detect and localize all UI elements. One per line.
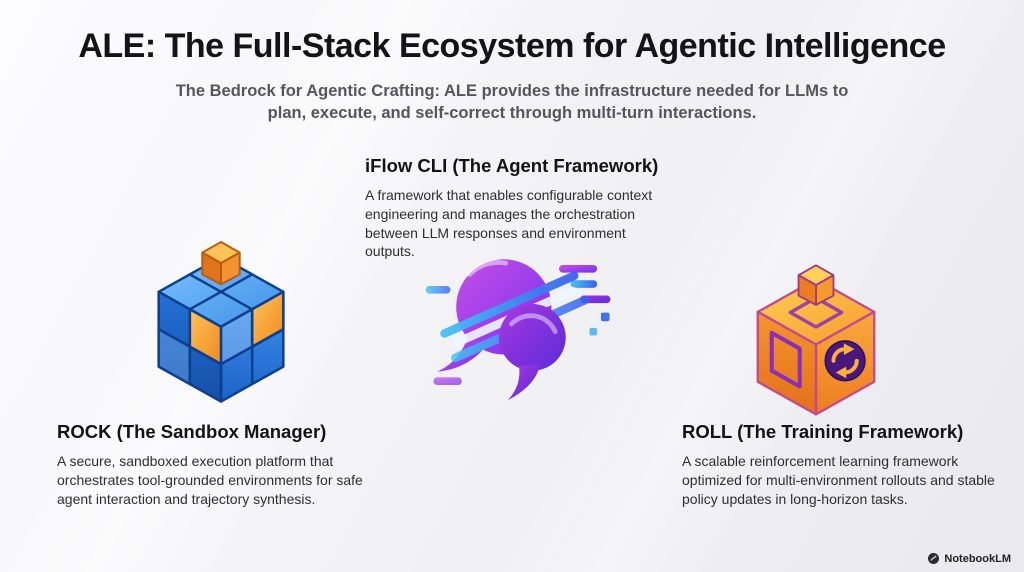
notebooklm-icon (928, 553, 940, 564)
section-rock: ROCK (The Sandbox Manager) A secure, san… (57, 421, 387, 508)
cycle-arrows-icon (831, 347, 859, 375)
chat-flow-icon (420, 244, 620, 411)
iflow-heading: iFlow CLI (The Agent Framework) (365, 155, 659, 176)
section-roll: ROLL (The Training Framework) A scalable… (682, 421, 1012, 508)
roll-description: A scalable reinforcement learning framew… (682, 453, 995, 507)
training-cube-icon (746, 256, 886, 431)
watermark: NotebookLM (927, 552, 1011, 565)
rock-description: A secure, sandboxed execution platform t… (57, 453, 363, 507)
rock-heading: ROCK (The Sandbox Manager) (57, 421, 327, 442)
sandbox-cube-icon (146, 232, 296, 419)
iflow-description: A framework that enables configurable co… (365, 187, 653, 260)
roll-heading: ROLL (The Training Framework) (682, 421, 964, 442)
section-iflow: iFlow CLI (The Agent Framework) A framew… (365, 155, 685, 261)
page-subtitle: The Bedrock for Agentic Crafting: ALE pr… (175, 82, 849, 123)
watermark-label: NotebookLM (944, 552, 1011, 565)
page-title: ALE: The Full-Stack Ecosystem for Agenti… (78, 27, 946, 65)
